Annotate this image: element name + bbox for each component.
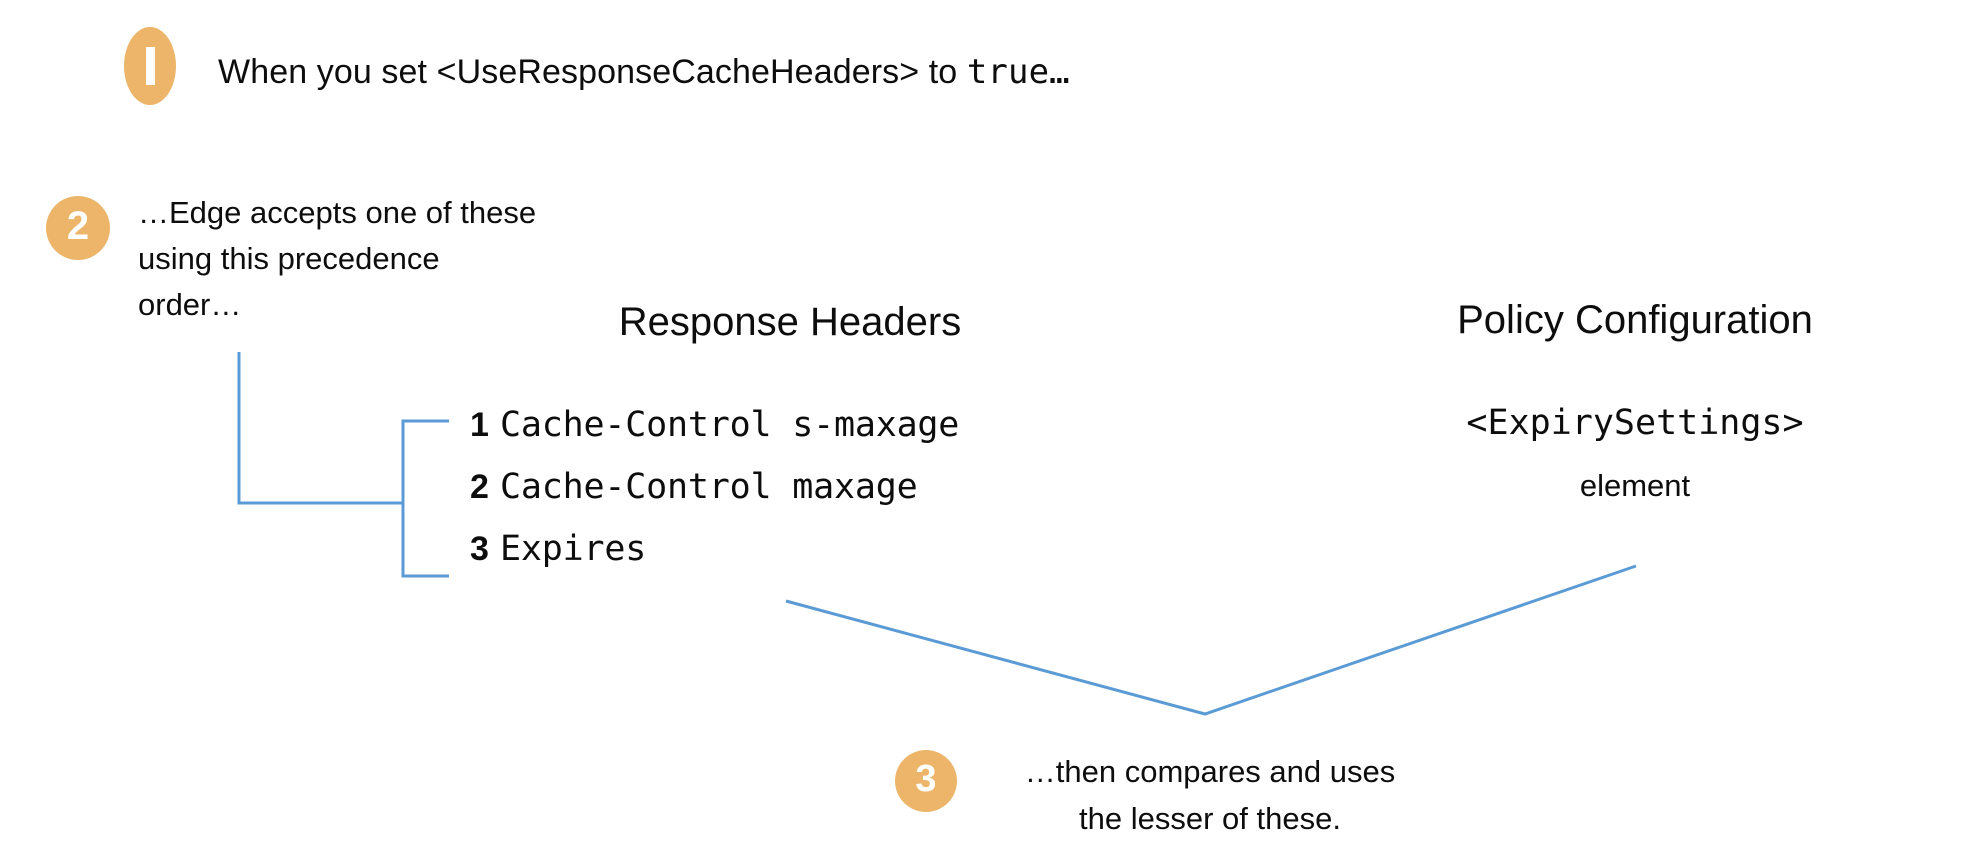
precedence-label: Expires xyxy=(500,529,647,569)
expiry-settings-element-label: element xyxy=(1579,468,1691,503)
step-3-number: 3 xyxy=(915,758,937,800)
precedence-list-item: 3 Expires xyxy=(470,529,1170,591)
step-3-text-line-2: the lesser of these. xyxy=(1079,801,1341,836)
step-1-text-prefix: When you set <UseResponseCacheHeaders> t… xyxy=(218,53,967,91)
policy-configuration-heading: Policy Configuration xyxy=(1457,298,1813,342)
step-3-badge: 3 xyxy=(895,750,957,812)
step-3-text-line-1: …then compares and uses xyxy=(1024,754,1396,789)
precedence-rank: 1 xyxy=(470,406,489,444)
precedence-list: 1 Cache-Control s-maxage 2 Cache-Control… xyxy=(470,405,1170,591)
response-headers-heading: Response Headers xyxy=(618,300,962,344)
step-2-text: …Edge accepts one of these using this pr… xyxy=(138,190,658,328)
precedence-label: Cache-Control maxage xyxy=(500,467,918,507)
step-1-badge xyxy=(124,27,176,105)
step-2-text-line-2: using this precedence xyxy=(138,241,440,276)
step2-to-bracket-connector xyxy=(237,352,403,505)
step-2-text-line-3: order… xyxy=(138,287,242,322)
step-2-badge: 2 xyxy=(46,196,110,260)
step-2-number: 2 xyxy=(66,204,90,248)
step-3-text: …then compares and uses the lesser of th… xyxy=(975,748,1445,842)
step-2-text-line-1: …Edge accepts one of these xyxy=(138,195,537,230)
precedence-rank: 2 xyxy=(470,468,489,506)
precedence-list-item: 2 Cache-Control maxage xyxy=(470,467,1170,529)
step-1-number-glyph xyxy=(145,47,155,85)
precedence-bracket xyxy=(401,419,449,578)
precedence-label: Cache-Control s-maxage xyxy=(500,405,960,445)
expiry-settings-element-name: <ExpirySettings> xyxy=(1466,403,1804,443)
precedence-rank: 3 xyxy=(470,530,489,568)
step-1-text-value: true… xyxy=(966,52,1070,92)
precedence-list-item: 1 Cache-Control s-maxage xyxy=(470,405,1170,467)
step-1-text: When you set <UseResponseCacheHeaders> t… xyxy=(218,52,1070,92)
